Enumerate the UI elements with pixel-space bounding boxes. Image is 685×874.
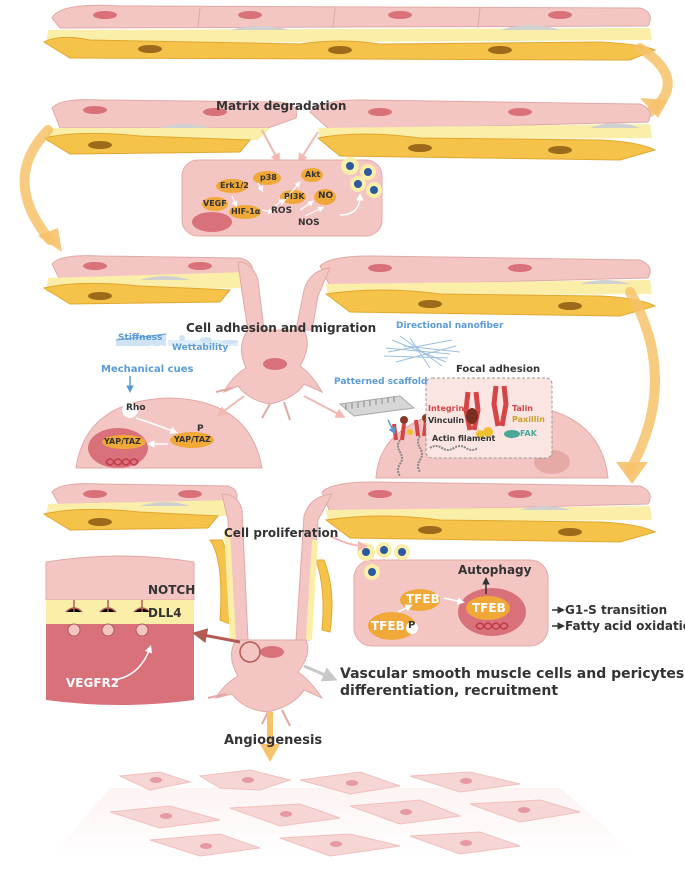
fak-label: FAK [520,429,537,438]
fatty-acid-oxidation-label: Fatty acid oxidation [565,619,685,633]
mechanical-cues-label: Mechanical cues [101,364,194,375]
vegfr2-label: VEGFR2 [66,676,120,690]
actin-label: Actin filament [432,434,496,443]
signal-vegf: VEGF [203,199,227,208]
nanofiber-label: Directional nanofiber [396,321,504,331]
vessel-wall-4 [42,481,657,641]
stiffness-gradient [115,333,167,346]
vessel-wall-2 [42,99,657,161]
phospho-label: P [197,424,204,434]
autophagy-label: Autophagy [458,563,532,577]
dna-icon [475,622,509,630]
signal-akt: Akt [305,170,321,179]
angiogenesis-network [50,769,640,858]
wettability-label: Wettability [172,343,229,353]
notch-label: NOTCH [148,583,196,597]
vinculin-label: Vinculin [428,416,465,425]
flow-arrow-2 [19,125,55,245]
signal-nos: NOS [298,218,320,228]
dll4-label: DLL4 [148,606,182,620]
nanoparticle-icon [341,157,382,198]
signal-erk: Erk1/2 [220,181,249,190]
talin-label: Talin [512,404,534,413]
signal-no: NO [318,191,334,201]
signaling-cell [181,159,383,237]
focal-adhesion-inset [425,377,553,459]
patterned-scaffold [338,395,416,417]
yap-taz-cytoplasmic: YAP/TAZ [174,435,211,444]
paxillin-label: Paxillin [512,415,545,424]
soft-label: Soft [149,344,165,353]
tip-cell-1 [215,329,324,421]
tfeb-phospho-label: TFEB [371,619,405,633]
signal-p38: p38 [260,173,277,182]
vessel-wall-3 [42,255,657,331]
signal-ros: ROS [271,206,293,216]
notch-dll4-panel [45,555,195,705]
focal-adhesion-title: Focal adhesion [456,364,541,375]
angiogenesis-title: Angiogenesis [224,733,323,748]
nanofiber-mesh [383,335,461,369]
wettability-surface [168,335,238,346]
signal-hif: HIF-1α [231,207,261,216]
stiffness-label: Stiffness [118,333,163,343]
cell-proliferation-title: Cell proliferation [224,526,339,540]
yap-cell [75,397,263,469]
rho-label: Rho [126,403,146,413]
vessel-wall-1 [42,4,657,61]
vsmc-line-1: Vascular smooth muscle cells and pericyt… [340,666,685,682]
tip-cell-2 [207,639,324,727]
dna-icon [105,458,139,466]
tfeb-cytoplasm-label: TFEB [406,592,440,606]
flow-arrow-3 [625,287,660,475]
yap-taz-nuclear: YAP/TAZ [104,437,141,446]
matrix-degradation-title: Matrix degradation [216,99,347,113]
scaffold-label: Patterned scaffold [334,377,428,387]
g1s-transition-label: G1-S transition [565,603,668,617]
signal-pi3k: PI3K [284,192,305,201]
tfeb-cell [353,559,549,647]
tfeb-p-label: P [408,620,416,631]
vsmc-line-2: differentiation, recruitment [340,683,559,699]
integrin-label: Integrin [428,404,465,413]
cell-adhesion-title: Cell adhesion and migration [186,321,377,335]
tfeb-nucleus-label: TFEB [472,601,506,615]
